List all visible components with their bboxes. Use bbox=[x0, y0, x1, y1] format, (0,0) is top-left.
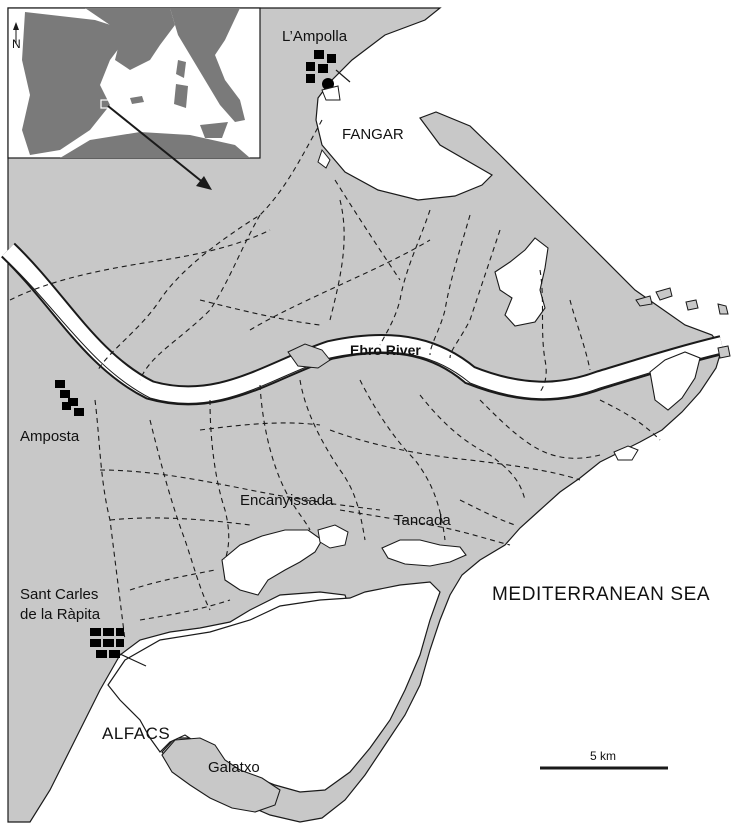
islet-3 bbox=[685, 299, 699, 311]
ampolla-town-icon bbox=[306, 50, 336, 90]
channel bbox=[199, 422, 321, 431]
channel bbox=[259, 384, 311, 531]
channel bbox=[449, 229, 501, 359]
inset-map: N bbox=[7, 7, 261, 159]
pointer-arrow-line bbox=[107, 105, 206, 185]
channel bbox=[334, 179, 401, 281]
channel bbox=[599, 399, 661, 441]
pointer-arrow-head-icon bbox=[196, 176, 212, 190]
scale-bar-label: 5 km bbox=[590, 749, 616, 763]
ebro-river-midline bbox=[7, 261, 723, 404]
islet-1 bbox=[635, 295, 653, 307]
channel bbox=[379, 209, 431, 346]
river-mouth-lagoon bbox=[649, 351, 701, 411]
channel bbox=[94, 399, 126, 641]
channel bbox=[199, 299, 321, 326]
sant-carles-jetty bbox=[119, 653, 147, 667]
ampolla-jetty bbox=[335, 69, 351, 83]
ampolla-port bbox=[321, 85, 341, 101]
small-lagoon-north bbox=[317, 148, 331, 169]
encanyissada-lagoon bbox=[221, 529, 323, 596]
channel bbox=[109, 517, 251, 526]
label-alfacs: ALFACS bbox=[102, 724, 170, 743]
channel bbox=[569, 299, 591, 371]
encanyissada-lagoon-east bbox=[317, 524, 349, 549]
drainage-channels bbox=[9, 119, 661, 641]
label-mediterranean-sea: MEDITERRANEAN SEA bbox=[492, 584, 710, 605]
amposta-town-icon bbox=[55, 380, 84, 416]
label-galatxo: Galatxo bbox=[208, 759, 260, 776]
inset-location-box bbox=[100, 99, 112, 109]
channel bbox=[459, 499, 516, 526]
inset-north-label: N bbox=[12, 37, 21, 51]
galatxo-lagoon bbox=[161, 737, 281, 813]
channel bbox=[539, 269, 547, 393]
channel bbox=[209, 399, 230, 561]
label-encanyissada: Encanyissada bbox=[240, 492, 334, 509]
channel bbox=[129, 569, 216, 591]
channel bbox=[97, 119, 323, 371]
sant-carles-town-icon bbox=[90, 628, 124, 658]
label-sant-carles-line2: de la Ràpita bbox=[20, 606, 101, 623]
channel bbox=[149, 419, 211, 611]
inset-corsica bbox=[176, 60, 186, 78]
channel bbox=[139, 599, 231, 621]
islet-5 bbox=[717, 345, 731, 359]
label-ebro-river: Ebro River bbox=[350, 342, 421, 358]
islet-4 bbox=[717, 303, 729, 315]
river-island bbox=[287, 343, 331, 369]
label-sant-carles-line1: Sant Carles bbox=[20, 586, 98, 603]
mainland bbox=[7, 7, 723, 823]
alfacs-bay-water bbox=[107, 581, 441, 793]
ebro-river bbox=[2, 244, 724, 404]
label-amposta: Amposta bbox=[20, 428, 80, 445]
islet-2 bbox=[655, 287, 673, 301]
channel bbox=[339, 509, 511, 546]
inset-sardinia bbox=[174, 84, 188, 108]
label-lampolla: L’Ampolla bbox=[282, 28, 348, 45]
inset-balearics bbox=[130, 96, 144, 104]
north-arrow-icon bbox=[13, 22, 19, 30]
inset-italy bbox=[170, 8, 245, 122]
small-lagoon-east bbox=[613, 445, 639, 461]
channel bbox=[359, 379, 446, 541]
channel bbox=[419, 394, 526, 501]
tancada-lagoon bbox=[381, 539, 467, 567]
inset-france bbox=[85, 8, 175, 70]
channel bbox=[249, 239, 431, 331]
inset-sicily bbox=[200, 122, 228, 138]
channel bbox=[329, 199, 345, 321]
label-fangar: FANGAR bbox=[342, 126, 404, 143]
label-tancada: Tancada bbox=[394, 512, 451, 529]
channel bbox=[479, 399, 601, 459]
channel bbox=[429, 214, 471, 356]
channel bbox=[99, 469, 381, 511]
channel bbox=[139, 214, 261, 381]
channel bbox=[9, 229, 271, 301]
channel bbox=[329, 429, 581, 481]
inset-iberia bbox=[22, 12, 125, 155]
